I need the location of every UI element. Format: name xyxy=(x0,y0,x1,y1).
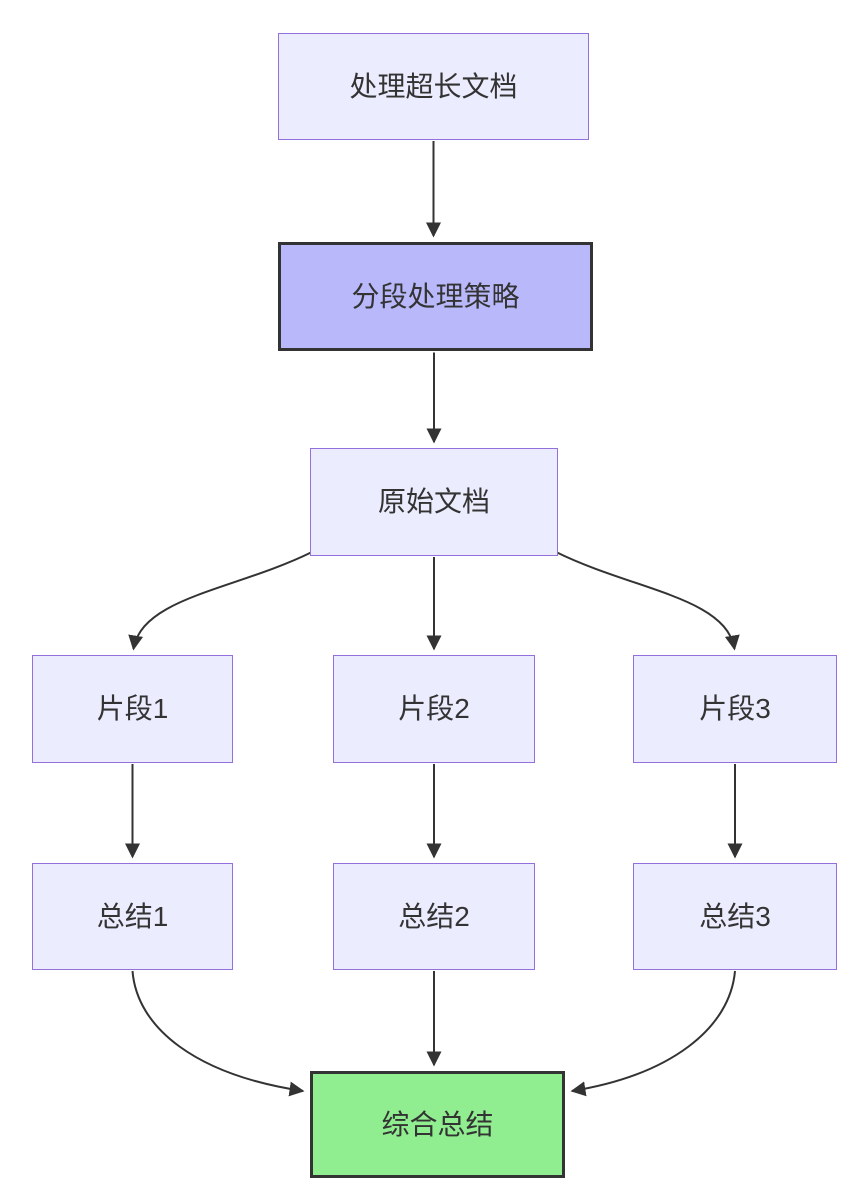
node-summary-3: 总结3 xyxy=(633,863,837,970)
edge-e3-f xyxy=(570,970,736,1097)
node-summary-1: 总结1 xyxy=(32,863,233,970)
node-summary-3-label: 总结3 xyxy=(699,900,771,932)
node-fragment-3-label: 片段3 xyxy=(699,693,771,725)
node-segmentation-strategy-label: 分段处理策略 xyxy=(351,280,520,312)
node-combined-summary: 综合总结 xyxy=(310,1071,565,1178)
node-handle-long-document-label: 处理超长文档 xyxy=(349,70,518,102)
node-summary-1-label: 总结1 xyxy=(96,900,169,932)
node-fragment-1: 片段1 xyxy=(32,655,233,763)
node-combined-summary-label: 综合总结 xyxy=(381,1108,494,1140)
edge-e1-f xyxy=(131,970,305,1097)
node-summary-2: 总结2 xyxy=(333,863,535,970)
node-summary-2-label: 总结2 xyxy=(398,900,470,932)
node-fragment-2-label: 片段2 xyxy=(398,693,470,725)
node-segmentation-strategy: 分段处理策略 xyxy=(278,242,593,351)
node-fragment-3: 片段3 xyxy=(633,655,837,763)
edge-c-d1 xyxy=(128,551,313,651)
edge-c-d3 xyxy=(555,551,740,651)
node-fragment-1-label: 片段1 xyxy=(96,693,169,725)
node-handle-long-document: 处理超长文档 xyxy=(278,33,589,140)
node-fragment-2: 片段2 xyxy=(333,655,535,763)
node-original-document: 原始文档 xyxy=(310,448,558,556)
node-original-document-label: 原始文档 xyxy=(377,486,490,518)
